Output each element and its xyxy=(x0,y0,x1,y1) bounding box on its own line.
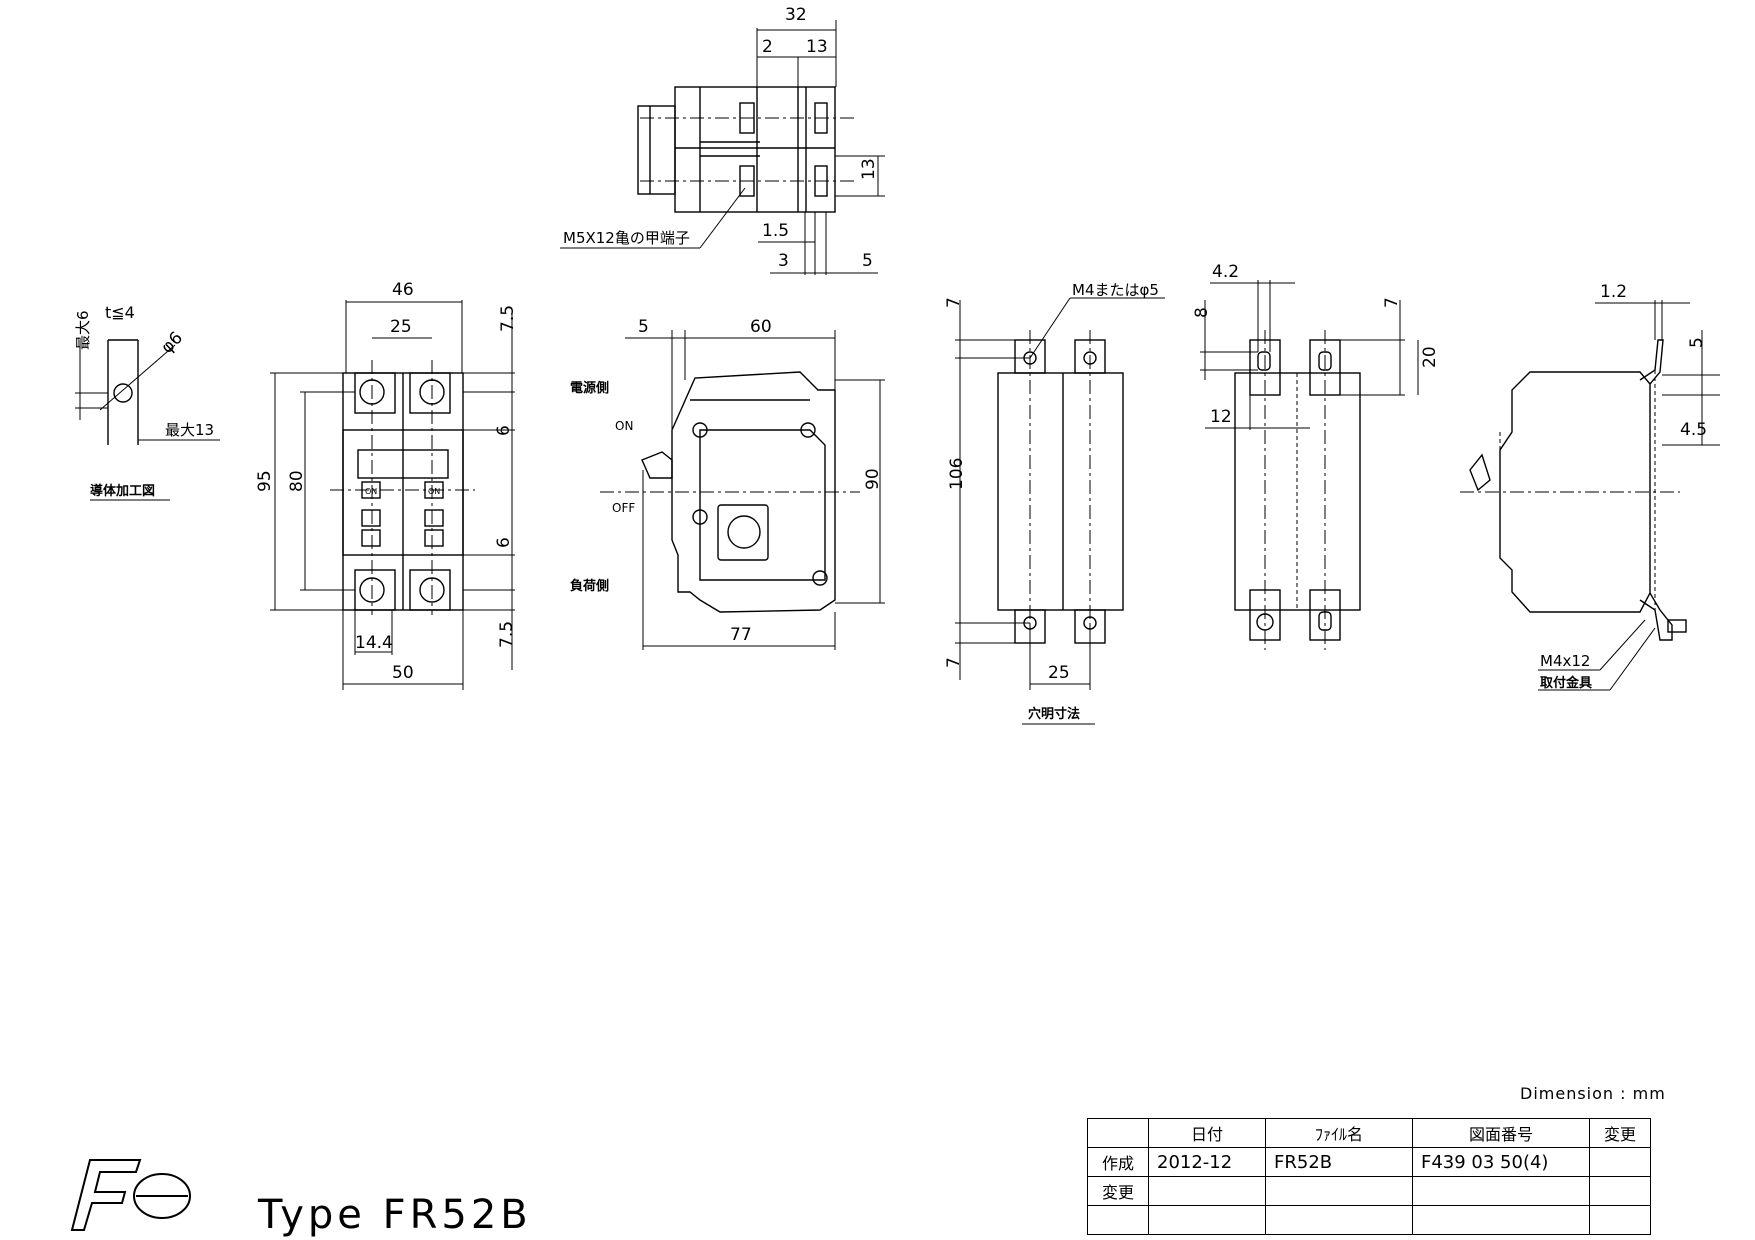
title-block-cell xyxy=(1589,1176,1651,1206)
dim-13: 13 xyxy=(806,37,828,57)
title-block-header-date: 日付 xyxy=(1148,1118,1266,1148)
mounting-view: 7 106 7 25 M4またはφ5 穴明寸法 xyxy=(944,281,1165,725)
title-block-cell: 2012-12 xyxy=(1148,1147,1266,1177)
title-block-cell xyxy=(1265,1176,1413,1206)
dim-7-top: 7 xyxy=(944,297,964,308)
title-block-cell xyxy=(1589,1147,1651,1177)
dim-8: 8 xyxy=(1192,307,1212,318)
side-view: 5 60 90 77 電源側 ON OFF 負荷側 xyxy=(570,317,885,650)
dim-3: 3 xyxy=(778,251,789,271)
dim-20: 20 xyxy=(1420,346,1440,368)
dim-13-vertical: 13 xyxy=(859,158,879,180)
title-block: 日付 ﾌｧｲﾙ名 図面番号 変更 作成 2012-12 FR52B F439 0… xyxy=(1087,1118,1651,1235)
hole-label: φ6 xyxy=(157,328,187,358)
dimension-note: Dimension : mm xyxy=(1520,1084,1666,1103)
front-on-mark-left: ON xyxy=(365,487,377,496)
title-block-header-revision: 変更 xyxy=(1589,1118,1651,1148)
dim-2: 2 xyxy=(762,37,773,57)
title-block-header-blank xyxy=(1087,1118,1149,1148)
screw-label: M4x12 xyxy=(1540,652,1590,670)
off-label: OFF xyxy=(612,501,635,515)
title-block-header-drawing-no: 図面番号 xyxy=(1412,1118,1590,1148)
hole-spec-label: M4またはφ5 xyxy=(1072,281,1159,299)
title-block-cell: FR52B xyxy=(1265,1147,1413,1177)
dim-60: 60 xyxy=(750,317,772,337)
title-block-cell: 作成 xyxy=(1087,1147,1149,1177)
dim-25: 25 xyxy=(390,317,412,337)
supply-side-label: 電源側 xyxy=(570,380,609,396)
max-length-label: 最大13 xyxy=(165,421,214,439)
dim-6-top: 6 xyxy=(494,425,514,436)
dim-7-rear: 7 xyxy=(1382,297,1402,308)
dim-7-5-bottom: 7.5 xyxy=(497,621,517,648)
dim-7-bottom: 7 xyxy=(944,657,964,668)
dim-95: 95 xyxy=(255,470,275,492)
dim-80: 80 xyxy=(287,470,307,492)
fe-logo: Fe xyxy=(70,1159,191,1231)
max-width-label: 最大6 xyxy=(74,310,92,350)
dim-32: 32 xyxy=(785,5,807,25)
dim-1-2: 1.2 xyxy=(1600,282,1627,302)
dim-1-5: 1.5 xyxy=(762,221,789,241)
dim-12: 12 xyxy=(1210,407,1232,427)
front-on-mark-right: ON xyxy=(428,487,440,496)
conductor-caption: 導体加工図 xyxy=(90,483,155,499)
rear-view: 4.2 8 7 20 12 xyxy=(1192,262,1440,650)
title-block-header-row: 日付 ﾌｧｲﾙ名 図面番号 変更 xyxy=(1087,1118,1651,1148)
dim-106: 106 xyxy=(947,458,967,490)
dim-4-5: 4.5 xyxy=(1680,420,1707,440)
title-block-row-change: 変更 xyxy=(1087,1176,1651,1206)
hole-caption: 穴明寸法 xyxy=(1028,706,1080,722)
dim-5-side: 5 xyxy=(638,317,649,337)
terminal-label: M5X12亀の甲端子 xyxy=(563,229,690,247)
dim-5: 5 xyxy=(862,251,873,271)
dim-77: 77 xyxy=(730,625,752,645)
title-block-cell xyxy=(1412,1205,1590,1235)
type-label: Type FR52B xyxy=(258,1192,532,1238)
on-label: ON xyxy=(615,419,633,433)
dim-14-4: 14.4 xyxy=(355,633,393,653)
dim-25-holes: 25 xyxy=(1048,663,1070,683)
right-side-view: 1.2 5 4.5 M4x12 取付金具 xyxy=(1460,282,1720,691)
dim-6-bottom: 6 xyxy=(494,537,514,548)
title-block-cell: F439 03 50(4) xyxy=(1412,1147,1590,1177)
title-block-row-created: 作成 2012-12 FR52B F439 03 50(4) xyxy=(1087,1147,1651,1177)
dim-5-right: 5 xyxy=(1687,337,1707,348)
dim-46: 46 xyxy=(392,280,414,300)
dim-4-2: 4.2 xyxy=(1212,262,1239,282)
title-block-cell xyxy=(1148,1176,1266,1206)
title-block-cell xyxy=(1087,1205,1149,1235)
load-side-label: 負荷側 xyxy=(570,578,609,594)
title-block-cell: 変更 xyxy=(1087,1176,1149,1206)
title-block-cell xyxy=(1589,1205,1651,1235)
dim-90: 90 xyxy=(863,468,883,490)
thickness-label: t≦4 xyxy=(105,303,135,322)
conductor-detail: t≦4 最大6 φ6 最大13 導体加工図 xyxy=(74,303,220,501)
front-view: ON ON 46 25 95 80 7.5 6 xyxy=(255,280,518,690)
top-side-view: 32 2 13 13 1.5 3 5 M5X12亀の甲端子 xyxy=(560,5,885,275)
title-block-cell xyxy=(1148,1205,1266,1235)
title-block-cell xyxy=(1412,1176,1590,1206)
fe-logo-text: Fe xyxy=(110,1229,112,1231)
title-block-row-empty xyxy=(1087,1205,1651,1235)
bracket-label: 取付金具 xyxy=(1540,675,1592,691)
title-block-cell xyxy=(1265,1205,1413,1235)
title-block-header-file: ﾌｧｲﾙ名 xyxy=(1265,1118,1413,1148)
dim-50: 50 xyxy=(392,663,414,683)
dim-7-5-top: 7.5 xyxy=(498,305,518,332)
